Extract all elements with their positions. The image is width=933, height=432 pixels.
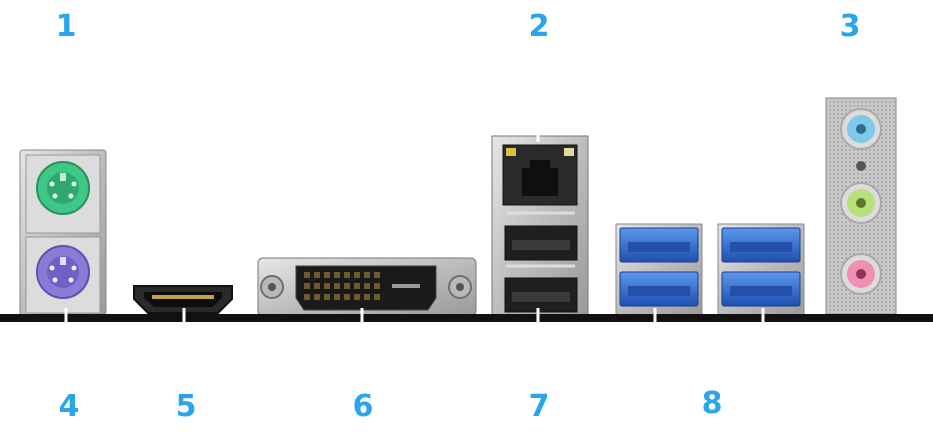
dvi-pin bbox=[354, 272, 360, 278]
dvi-pin bbox=[344, 283, 350, 289]
dvi-pin bbox=[314, 272, 320, 278]
dvi-pin bbox=[354, 294, 360, 300]
label-3: 3 bbox=[839, 9, 861, 44]
dvi-pin bbox=[374, 294, 380, 300]
dvi-pin bbox=[364, 294, 370, 300]
usb3-ports bbox=[615, 223, 805, 317]
dvi-pin bbox=[314, 283, 320, 289]
audio-jack-icon bbox=[825, 97, 897, 315]
dvi-pin bbox=[364, 283, 370, 289]
label-2: 2 bbox=[528, 9, 550, 44]
dvi-pin bbox=[354, 283, 360, 289]
ps2-port-icon bbox=[19, 149, 107, 316]
dvi-pin bbox=[304, 294, 310, 300]
hdmi-port-icon bbox=[133, 285, 233, 314]
dvi-pin bbox=[324, 294, 330, 300]
dvi-pin bbox=[364, 272, 370, 278]
dvi-pin bbox=[334, 283, 340, 289]
dvi-pin bbox=[324, 283, 330, 289]
dvi-pin bbox=[374, 283, 380, 289]
dvi-pin bbox=[324, 272, 330, 278]
dvi-pin bbox=[344, 294, 350, 300]
dvi-pin bbox=[334, 294, 340, 300]
dvi-pin bbox=[334, 272, 340, 278]
label-6: 6 bbox=[352, 389, 374, 424]
dvi-pin bbox=[314, 294, 320, 300]
label-5: 5 bbox=[175, 389, 197, 424]
baseline bbox=[0, 314, 933, 322]
usb-port-icon bbox=[504, 225, 578, 313]
dvi-pin bbox=[304, 283, 310, 289]
label-8: 8 bbox=[701, 386, 723, 421]
label-4: 4 bbox=[58, 389, 80, 424]
dvi-pin bbox=[344, 272, 350, 278]
dvi-pin bbox=[374, 272, 380, 278]
label-1: 1 bbox=[55, 9, 77, 44]
dvi-pin bbox=[304, 272, 310, 278]
label-7: 7 bbox=[528, 389, 550, 424]
leader-ticks bbox=[64, 308, 765, 322]
dvi-port-icon bbox=[257, 257, 477, 317]
